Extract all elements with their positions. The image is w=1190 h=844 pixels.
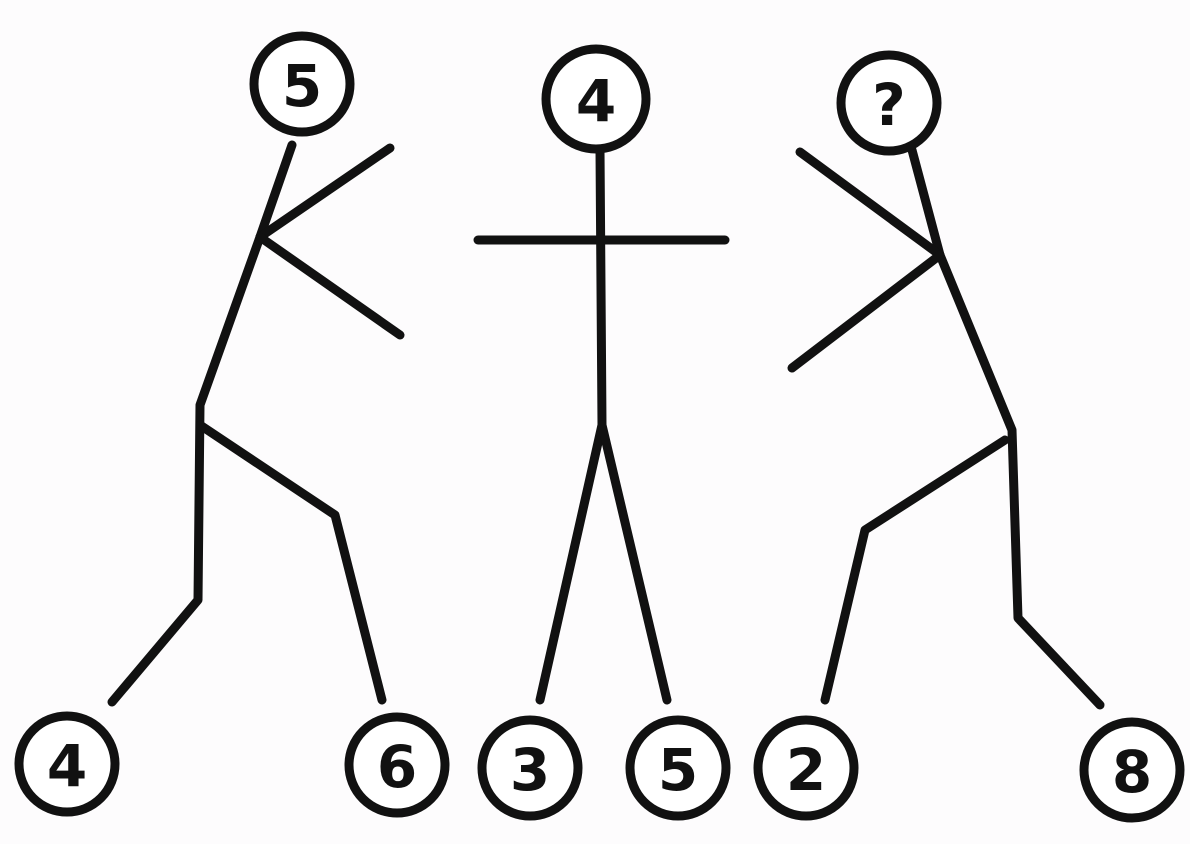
figure-right-head-node: ? bbox=[841, 55, 937, 151]
figure-left-head-node: 5 bbox=[254, 36, 350, 132]
figure-middle-right-foot-value: 5 bbox=[658, 736, 698, 804]
figure-left-head-value: 5 bbox=[282, 52, 322, 120]
figure-middle-body bbox=[600, 150, 602, 425]
figure-middle-head-value: 4 bbox=[576, 67, 616, 135]
figure-right-right-foot-value: 8 bbox=[1112, 738, 1152, 806]
figure-right-left-foot-value: 2 bbox=[786, 736, 826, 804]
figure-left-left-foot-node: 4 bbox=[19, 716, 115, 812]
figure-left-right-foot-node: 6 bbox=[349, 717, 445, 813]
figure-right-leg-left bbox=[825, 440, 1005, 700]
figure-left-arm-lower bbox=[260, 237, 400, 335]
figure-right-head-value: ? bbox=[872, 71, 906, 139]
figure-right-arm-lower bbox=[792, 255, 940, 368]
figure-middle-right-foot-node: 5 bbox=[630, 720, 726, 816]
figure-right-body bbox=[912, 150, 1100, 705]
figure-middle-leg-left bbox=[540, 425, 602, 700]
figure-right: ? 2 8 bbox=[758, 55, 1180, 818]
figure-right-left-foot-node: 2 bbox=[758, 720, 854, 816]
figure-middle-left-foot-value: 3 bbox=[510, 736, 550, 804]
figure-middle-leg-right bbox=[602, 425, 667, 700]
figure-left-left-foot-value: 4 bbox=[47, 732, 87, 800]
figure-middle: 4 3 5 bbox=[478, 49, 726, 816]
figure-left-leg-right bbox=[200, 425, 382, 700]
figure-middle-head-node: 4 bbox=[546, 49, 646, 149]
figure-left: 5 4 6 bbox=[19, 36, 445, 813]
figure-middle-left-foot-node: 3 bbox=[482, 720, 578, 816]
figure-right-right-foot-node: 8 bbox=[1084, 722, 1180, 818]
figure-left-right-foot-value: 6 bbox=[377, 733, 417, 801]
